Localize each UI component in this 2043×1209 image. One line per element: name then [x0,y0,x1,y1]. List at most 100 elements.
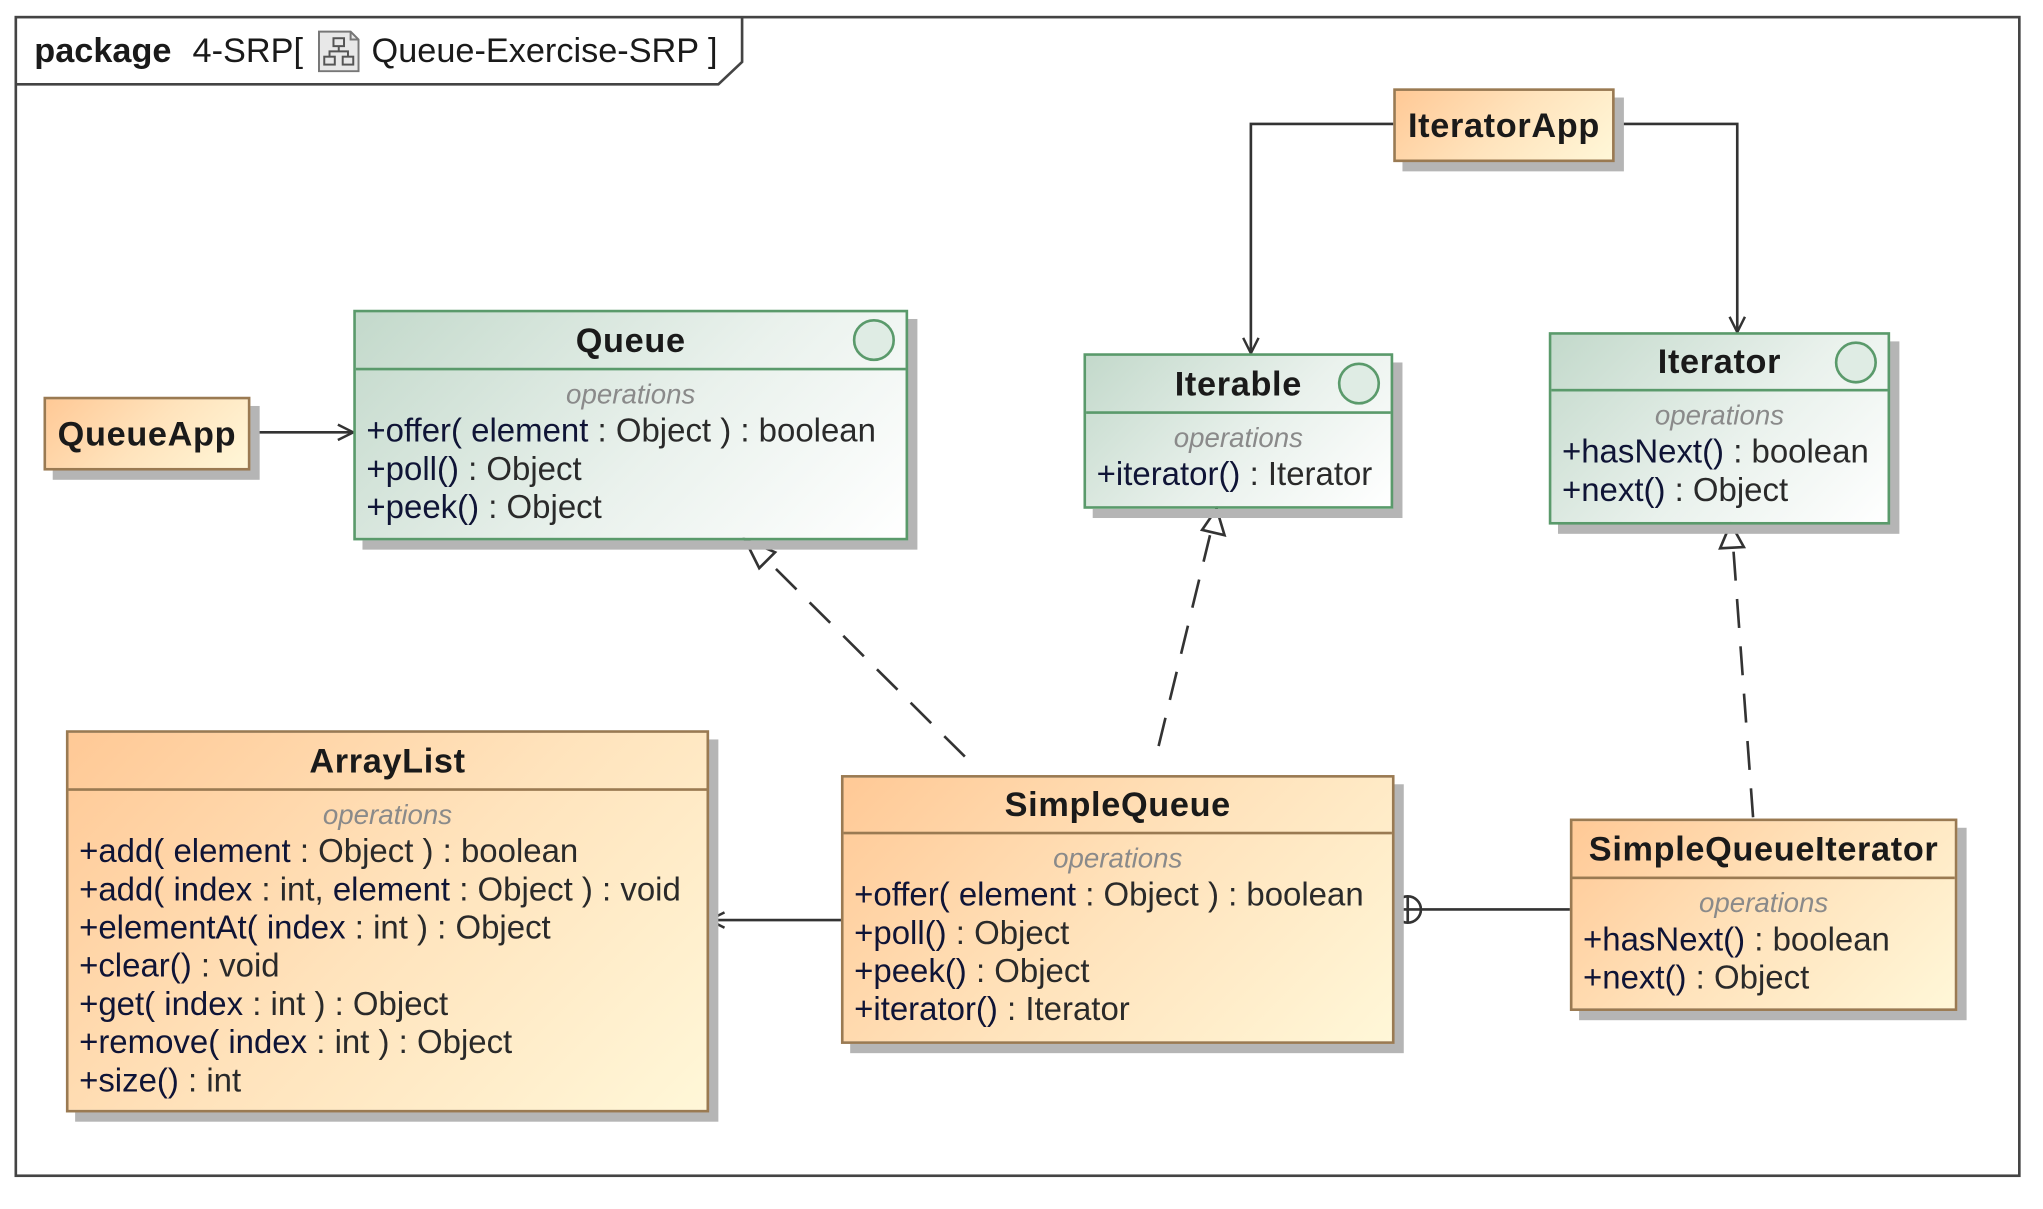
realization-arrowhead-iterable [1199,505,1227,537]
class-name: QueueApp [57,413,237,453]
operation-name: +add( element [79,833,291,870]
operation-row: +next() : Object [1583,960,1944,998]
realization-sqiterator-iterator [1731,548,1755,818]
operation-row: +add( element : Object ) : boolean [79,833,696,871]
operation-row: +hasNext() : boolean [1562,434,1877,472]
operation-type: : Iterator [1240,456,1373,493]
operation-row: +poll() : Object [854,915,1381,953]
class-name: IteratorApp [1407,104,1600,145]
operation-row: +clear() : void [79,948,696,986]
realization-arrowhead-queue [741,536,778,571]
operation-row: +poll() : Object [366,451,895,489]
interface-iterator[interactable]: Iterator operations +hasNext() : boolean… [1548,332,1891,525]
operation-row: +elementAt( index : int ) : Object [79,909,696,947]
association-iteratorapp-iterator [1614,122,1738,332]
operation-name: +offer( element [854,876,1077,914]
operation-name: +add( index [79,871,253,909]
operation-name: +peek() [854,952,967,990]
operation-row: +hasNext() : boolean [1583,921,1944,959]
operation-name: +clear() [79,947,192,985]
operation-row: +add( index : int, element : Object ) : … [79,871,696,909]
operations-list: +offer( element : Object ) : boolean+pol… [356,413,906,528]
class-name: Queue [575,319,686,360]
class-simplequeue[interactable]: SimpleQueue operations +offer( element :… [840,775,1395,1044]
operations-label: operations [1173,423,1303,454]
operation-row: +peek() : Object [854,953,1381,991]
package-header: package 4-SRP[ Queue-Exercise-SRP ] [16,17,736,84]
realization-arrowhead-iterator [1718,520,1747,550]
operation-type: : Object [946,914,1070,952]
operation-name: element [332,871,451,909]
class-name: Iterator [1657,341,1782,381]
operation-type: : Object [1665,471,1789,509]
operation-type: : Object [1686,959,1810,997]
operation-name: +iterator() [1096,456,1241,493]
operation-name: +poll() [854,914,947,952]
operation-row: +peek() : Object [366,489,895,527]
class-arraylist[interactable]: ArrayList operations +add( element : Obj… [65,730,710,1113]
operation-row: +next() : Object [1562,472,1877,510]
operations-list: +offer( element : Object ) : boolean+pol… [844,877,1392,1030]
operation-type: : Object ) : boolean [1076,876,1364,914]
operation-row: +offer( element : Object ) : boolean [366,413,895,451]
operations-label: operations [566,379,696,410]
class-name: SimpleQueueIterator [1588,828,1939,868]
class-queueapp[interactable]: QueueApp [43,396,251,471]
interface-circle-icon [852,318,895,362]
operation-name: +get( index [79,985,244,1023]
operation-type: : int ) : Object [345,909,551,947]
class-header: ArrayList [68,733,707,791]
operation-type: : boolean [1745,921,1890,959]
operation-row: +remove( index : int ) : Object [79,1024,696,1062]
interface-queue[interactable]: Queue operations +offer( element : Objec… [353,309,909,541]
operation-row: +size() : int [79,1062,696,1100]
class-simplequeueiterator[interactable]: SimpleQueueIterator operations +hasNext(… [1569,818,1958,1011]
class-name: SimpleQueue [1004,784,1231,824]
operation-type: : Object [966,952,1090,990]
realization-simplequeue-iterable [1157,534,1212,747]
interface-iterable[interactable]: Iterable operations +iterator() : Iterat… [1083,353,1394,509]
operation-row: +get( index : int ) : Object [79,986,696,1024]
operation-name: +iterator() [854,991,998,1029]
class-header: Iterable [1086,356,1391,414]
operation-name: +size() [79,1062,179,1100]
operation-type: : int ) : Object [307,1024,513,1062]
package-frame [14,15,2021,1178]
realization-simplequeue-queue [766,559,966,758]
package-name: 4-SRP[ [192,30,304,70]
operation-type: : int, [252,871,333,909]
operation-type: : int [178,1062,242,1100]
operation-type: : int ) : Object [243,985,449,1023]
operation-row: +iterator() : Iterator [1097,456,1380,494]
operations-list: +add( element : Object ) : boolean+add( … [69,833,707,1101]
operation-type: : boolean [1724,433,1869,471]
operation-name: +next() [1561,471,1666,509]
operation-type: : Iterator [997,991,1130,1029]
package-tab-border [15,17,744,86]
interface-circle-icon [1834,340,1877,383]
operation-type: : void [191,947,280,985]
operations-label: operations [1654,400,1785,432]
interface-circle-icon [1337,362,1381,405]
class-name: Iterable [1174,363,1302,403]
operation-name: +hasNext() [1561,433,1725,471]
operation-name: +hasNext() [1583,921,1746,959]
operation-type: : Object ) : boolean [588,412,876,450]
operation-row: +iterator() : Iterator [854,991,1381,1029]
operation-type: : Object ) : void [450,871,681,909]
class-header: Queue [355,312,906,371]
operation-name: +poll() [366,450,459,488]
operation-name: +next() [1583,959,1687,997]
operations-list: +hasNext() : boolean+next() : Object [1572,921,1954,997]
class-name: ArrayList [309,740,466,780]
class-header: Iterator [1551,335,1888,392]
package-diagram-icon [316,28,361,73]
class-iteratorapp[interactable]: IteratorApp [1393,88,1615,163]
operation-name: +offer( element [366,412,589,450]
operations-label: operations [1698,888,1829,919]
operation-name: +elementAt( index [79,909,346,947]
operation-type: : Object ) : boolean [290,833,579,870]
operations-label: operations [1053,843,1183,874]
